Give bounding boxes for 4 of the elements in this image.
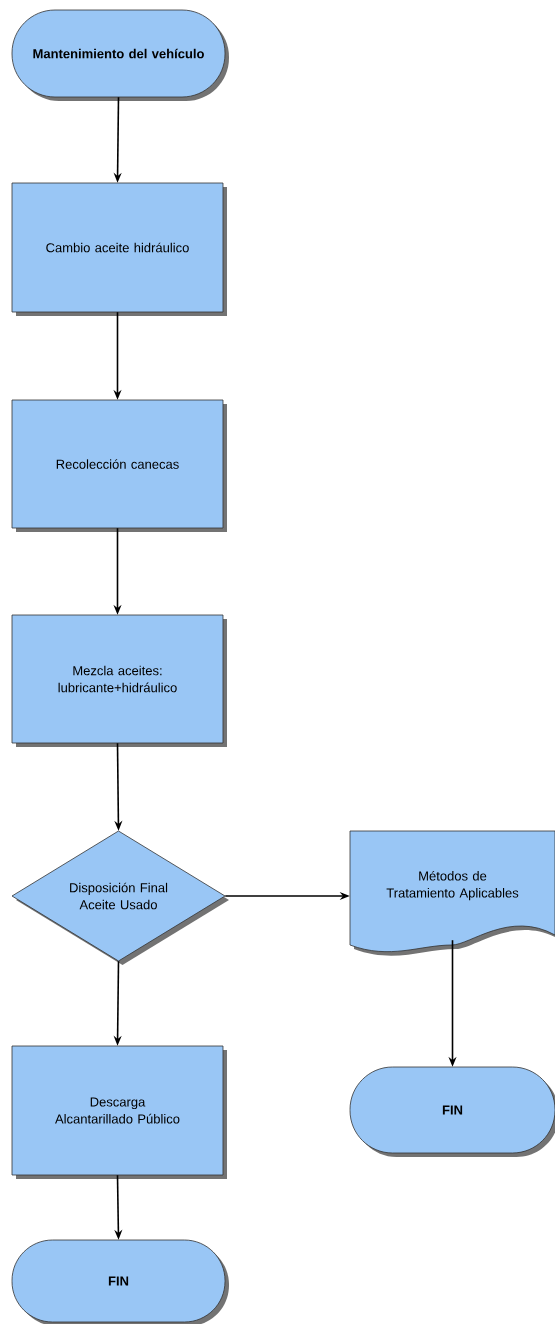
process-box: Recolección canecas (11, 399, 227, 532)
process-box: Descarga Alcantarillado Público (11, 1045, 227, 1179)
process-box: Mezcla aceites: lubricante+hidráulico (11, 614, 227, 747)
process-box: Cambio aceite hidráulico (11, 182, 227, 316)
